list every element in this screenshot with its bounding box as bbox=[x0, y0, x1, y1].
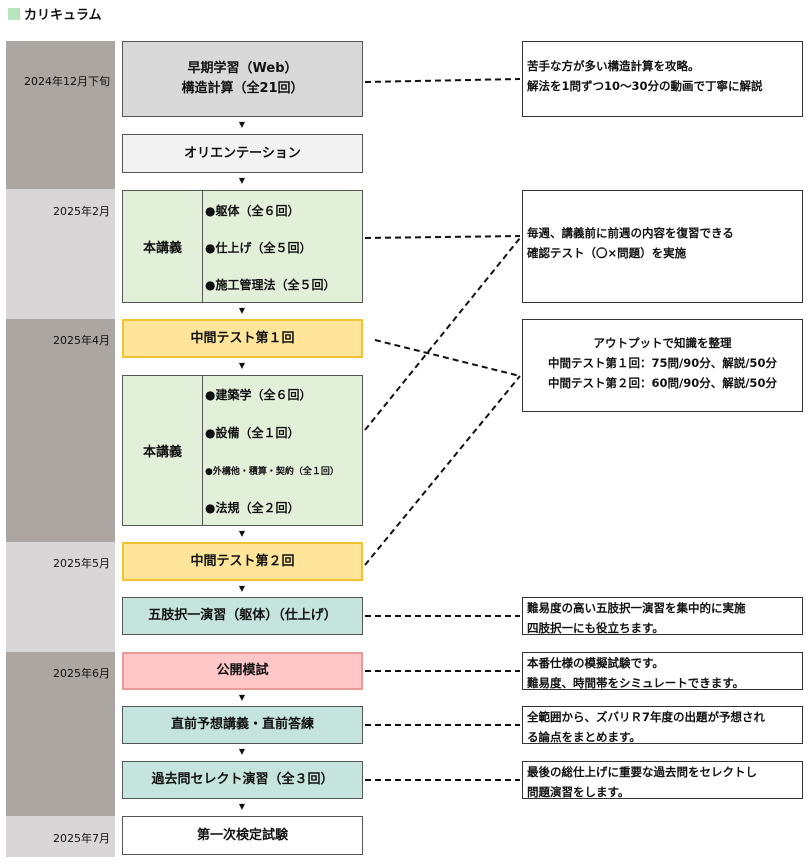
lecture1-label: 本講義 bbox=[123, 191, 203, 302]
date-label: 2024年12月下旬 bbox=[24, 75, 110, 88]
timeline-band-jul bbox=[6, 816, 115, 857]
note-line: アウトプットで知識を整理 bbox=[593, 336, 732, 350]
date-label: 2025年2月 bbox=[53, 205, 110, 218]
note-line: る論点をまとめます。 bbox=[527, 730, 641, 744]
timeline-band-feb bbox=[6, 189, 115, 319]
orientation-box: オリエンテーション bbox=[122, 134, 363, 173]
past-exam-box: 過去問セレクト演習（全３回） bbox=[122, 761, 363, 799]
exam-label: 第一次検定試験 bbox=[196, 827, 288, 843]
connector-lecture1 bbox=[364, 235, 521, 239]
timeline-band-may bbox=[6, 542, 115, 652]
down-arrow-icon: ▼ bbox=[238, 693, 246, 702]
timeline-band-apr bbox=[6, 319, 115, 542]
note-line: 本番仕様の模擬試験です。 bbox=[527, 656, 664, 670]
note-line: 四肢択一にも役立ちます。 bbox=[527, 621, 664, 635]
connector-midterm1 bbox=[374, 339, 521, 377]
date-label: 2025年6月 bbox=[53, 667, 110, 680]
timeline-band-jun bbox=[6, 652, 115, 816]
note-line: 全範囲から、ズバリＲ7年度の出題が予想され bbox=[527, 710, 765, 724]
lecture2-item: ●建築学（全６回） bbox=[205, 388, 312, 402]
midterm2-label: 中間テスト第２回 bbox=[190, 553, 295, 569]
legend-square-icon bbox=[8, 7, 20, 20]
note-past: 最後の総仕上げに重要な過去問をセレクトし 問題演習をします。 bbox=[522, 761, 803, 799]
down-arrow-icon: ▼ bbox=[238, 361, 246, 370]
web-course-line2: 構造計算（全21回） bbox=[181, 81, 304, 96]
note-line: 苦手な方が多い構造計算を攻略。 bbox=[527, 59, 700, 73]
final-lecture-label: 直前予想講義・直前答練 bbox=[170, 717, 314, 732]
date-label: 2025年7月 bbox=[53, 832, 110, 845]
lecture2-item: ●外構他・積算・契約（全１回） bbox=[205, 467, 339, 477]
note-line: 毎週、講義前に前週の内容を復習できる bbox=[527, 226, 734, 240]
note-line: 問題演習をします。 bbox=[527, 785, 630, 799]
note-line: 中間テスト第２回：60問/90分、解説/50分 bbox=[548, 376, 777, 390]
note-weekly: 毎週、講義前に前週の内容を復習できる 確認テスト（〇×問題）を実施 bbox=[522, 190, 803, 303]
down-arrow-icon: ▼ bbox=[238, 306, 246, 315]
note-mock: 本番仕様の模擬試験です。 難易度、時間帯をシミュレートできます。 bbox=[522, 652, 803, 690]
web-course-box: 早期学習（Web） 構造計算（全21回） bbox=[122, 41, 363, 117]
past-exam-label: 過去問セレクト演習（全３回） bbox=[151, 772, 334, 787]
note-line: 中間テスト第１回：75問/90分、解説/50分 bbox=[548, 356, 777, 370]
date-label: 2025年5月 bbox=[53, 557, 110, 570]
midterm1-label: 中間テスト第１回 bbox=[190, 330, 295, 346]
midterm1-box: 中間テスト第１回 bbox=[122, 319, 363, 358]
note-line: 確認テスト（〇×問題）を実施 bbox=[527, 246, 687, 260]
lecture2-item: ●法規（全２回） bbox=[205, 501, 300, 515]
lecture1-item: ●施工管理法（全５回） bbox=[205, 278, 336, 292]
down-arrow-icon: ▼ bbox=[238, 802, 246, 811]
down-arrow-icon: ▼ bbox=[238, 120, 246, 129]
note-line: 難易度の高い五肢択一演習を集中的に実施 bbox=[527, 601, 746, 615]
down-arrow-icon: ▼ bbox=[238, 176, 246, 185]
connector-web bbox=[364, 78, 521, 83]
note-final: 全範囲から、ズバリＲ7年度の出題が予想され る論点をまとめます。 bbox=[522, 706, 803, 744]
lecture1-item: ●仕上げ（全５回） bbox=[205, 241, 312, 255]
note-line: 解法を1問ずつ10～30分の動画で丁寧に解説 bbox=[527, 79, 763, 93]
lecture2-label: 本講義 bbox=[123, 376, 203, 525]
connector-lecture2 bbox=[364, 237, 521, 431]
connector-midterm2 bbox=[364, 375, 521, 566]
note-line: 難易度、時間帯をシミュレートできます。 bbox=[527, 676, 745, 690]
down-arrow-icon: ▼ bbox=[238, 584, 246, 593]
drill-label: 五肢択一演習（躯体）（仕上げ） bbox=[148, 608, 337, 623]
date-label: 2025年4月 bbox=[53, 334, 110, 347]
note-output: アウトプットで知識を整理 中間テスト第１回：75問/90分、解説/50分 中間テ… bbox=[522, 319, 803, 412]
note-line: 最後の総仕上げに重要な過去問をセレクトし bbox=[527, 765, 757, 779]
drill-box: 五肢択一演習（躯体）（仕上げ） bbox=[122, 597, 363, 635]
curriculum-title-text: カリキュラム bbox=[24, 8, 102, 23]
down-arrow-icon: ▼ bbox=[238, 529, 246, 538]
lecture1-item: ●躯体（全６回） bbox=[205, 204, 300, 218]
note-drill: 難易度の高い五肢択一演習を集中的に実施 四肢択一にも役立ちます。 bbox=[522, 597, 803, 635]
lecture1-box: 本講義 ●躯体（全６回） ●仕上げ（全５回） ●施工管理法（全５回） bbox=[122, 190, 363, 303]
lecture2-item: ●設備（全１回） bbox=[205, 426, 300, 440]
midterm2-box: 中間テスト第２回 bbox=[122, 542, 363, 581]
lecture2-box: 本講義 ●建築学（全６回） ●設備（全１回） ●外構他・積算・契約（全１回） ●… bbox=[122, 375, 363, 526]
mock-exam-box: 公開模試 bbox=[122, 652, 363, 690]
final-lecture-box: 直前予想講義・直前答練 bbox=[122, 706, 363, 744]
mock-exam-label: 公開模試 bbox=[216, 663, 269, 678]
down-arrow-icon: ▼ bbox=[238, 747, 246, 756]
timeline-band-dec bbox=[6, 41, 115, 189]
web-course-line1: 早期学習（Web） bbox=[187, 61, 298, 76]
orientation-label: オリエンテーション bbox=[184, 145, 301, 161]
exam-box: 第一次検定試験 bbox=[122, 816, 363, 855]
note-web: 苦手な方が多い構造計算を攻略。 解法を1問ずつ10～30分の動画で丁寧に解説 bbox=[522, 41, 803, 117]
curriculum-title: カリキュラム bbox=[8, 4, 102, 23]
